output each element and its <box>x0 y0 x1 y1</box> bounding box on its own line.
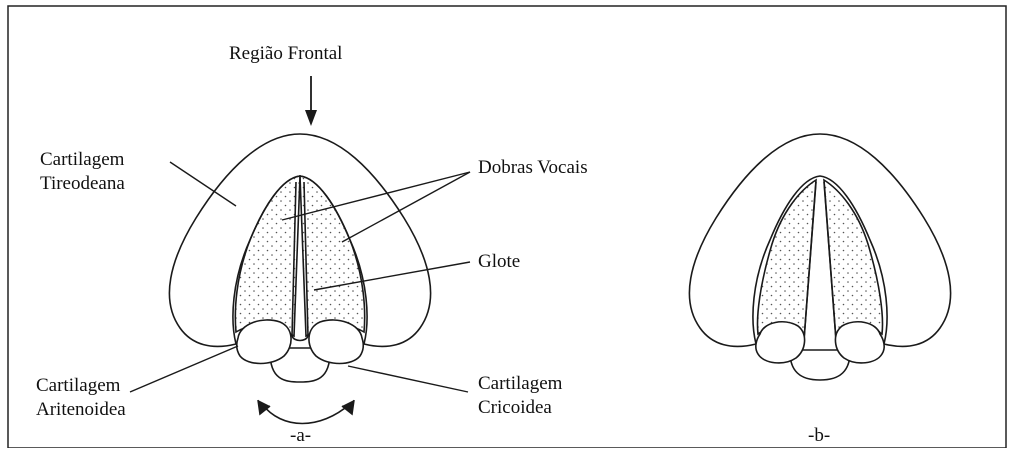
panel-b-larynx <box>689 134 950 380</box>
thyroid-cartilage-label-line2: Tireodeana <box>40 172 125 196</box>
arytenoid-cartilage-label-line1: Cartilagem <box>36 374 120 398</box>
cricoid-cartilage-label-line2: Cricoidea <box>478 396 552 420</box>
arytenoid-left-b <box>756 322 805 363</box>
glottis-label: Glote <box>478 250 520 274</box>
panel-b-caption: -b- <box>808 424 830 448</box>
arytenoid-left-a <box>237 320 291 364</box>
thyroid-cartilage-a <box>169 134 430 346</box>
frontal-region-label: Região Frontal <box>229 42 342 66</box>
cricoid-cartilage-label-line1: Cartilagem <box>478 372 562 396</box>
thyroid-cartilage-label-line1: Cartilagem <box>40 148 124 172</box>
panel-a-larynx <box>169 134 430 424</box>
panel-a-caption: -a- <box>290 424 311 448</box>
thyroid-cartilage-b <box>689 134 950 346</box>
vocal-folds-b <box>758 180 816 340</box>
vocal-folds-label: Dobras Vocais <box>478 156 588 180</box>
rotation-arrow <box>262 404 350 424</box>
arytenoid-right-a <box>309 320 363 364</box>
arytenoid-right-b <box>835 322 884 363</box>
arytenoid-cartilage-label-line2: Aritenoidea <box>36 398 126 422</box>
vocal-folds-a <box>235 176 300 336</box>
